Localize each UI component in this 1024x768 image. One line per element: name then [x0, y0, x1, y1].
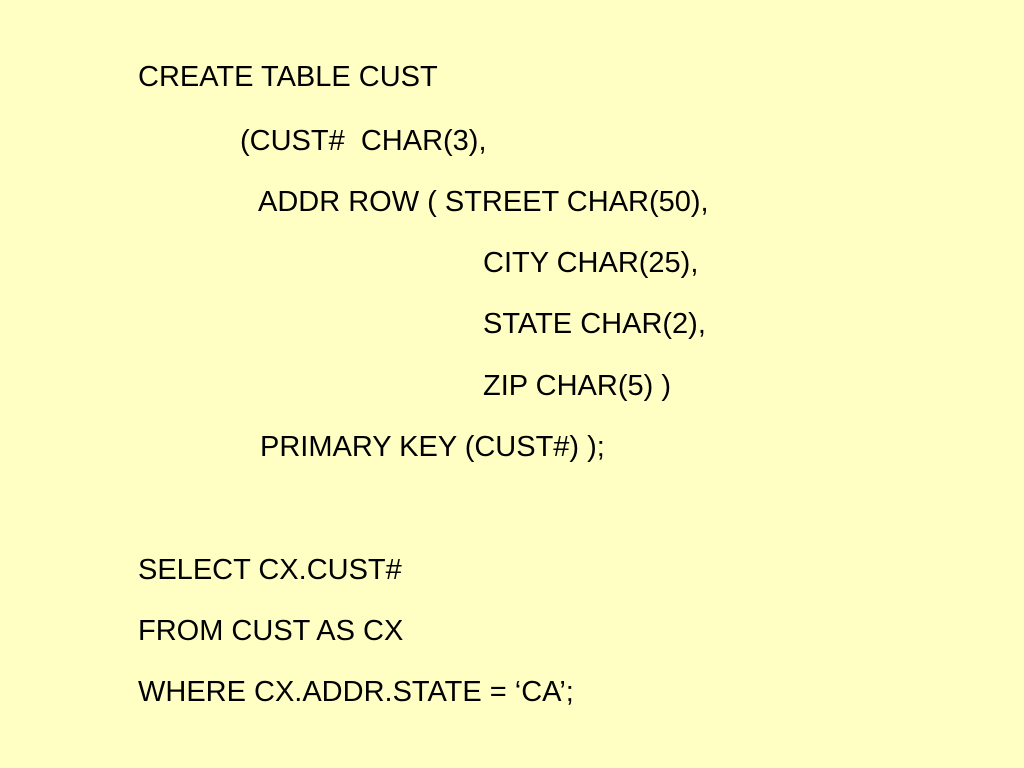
state-field-line: STATE CHAR(2), — [483, 308, 706, 340]
from-line: FROM CUST AS CX — [138, 615, 404, 647]
addr-row-street-line: ADDR ROW ( STREET CHAR(50), — [258, 186, 709, 218]
zip-field-line: ZIP CHAR(5) ) — [483, 370, 671, 402]
city-field-line: CITY CHAR(25), — [483, 247, 699, 279]
primary-key-line: PRIMARY KEY (CUST#) ); — [260, 431, 605, 463]
select-line: SELECT CX.CUST# — [138, 554, 402, 586]
cust-number-column-line: (CUST# CHAR(3), — [240, 125, 487, 157]
create-table-line: CREATE TABLE CUST — [138, 61, 438, 93]
where-line: WHERE CX.ADDR.STATE = ‘CA’; — [138, 676, 574, 708]
